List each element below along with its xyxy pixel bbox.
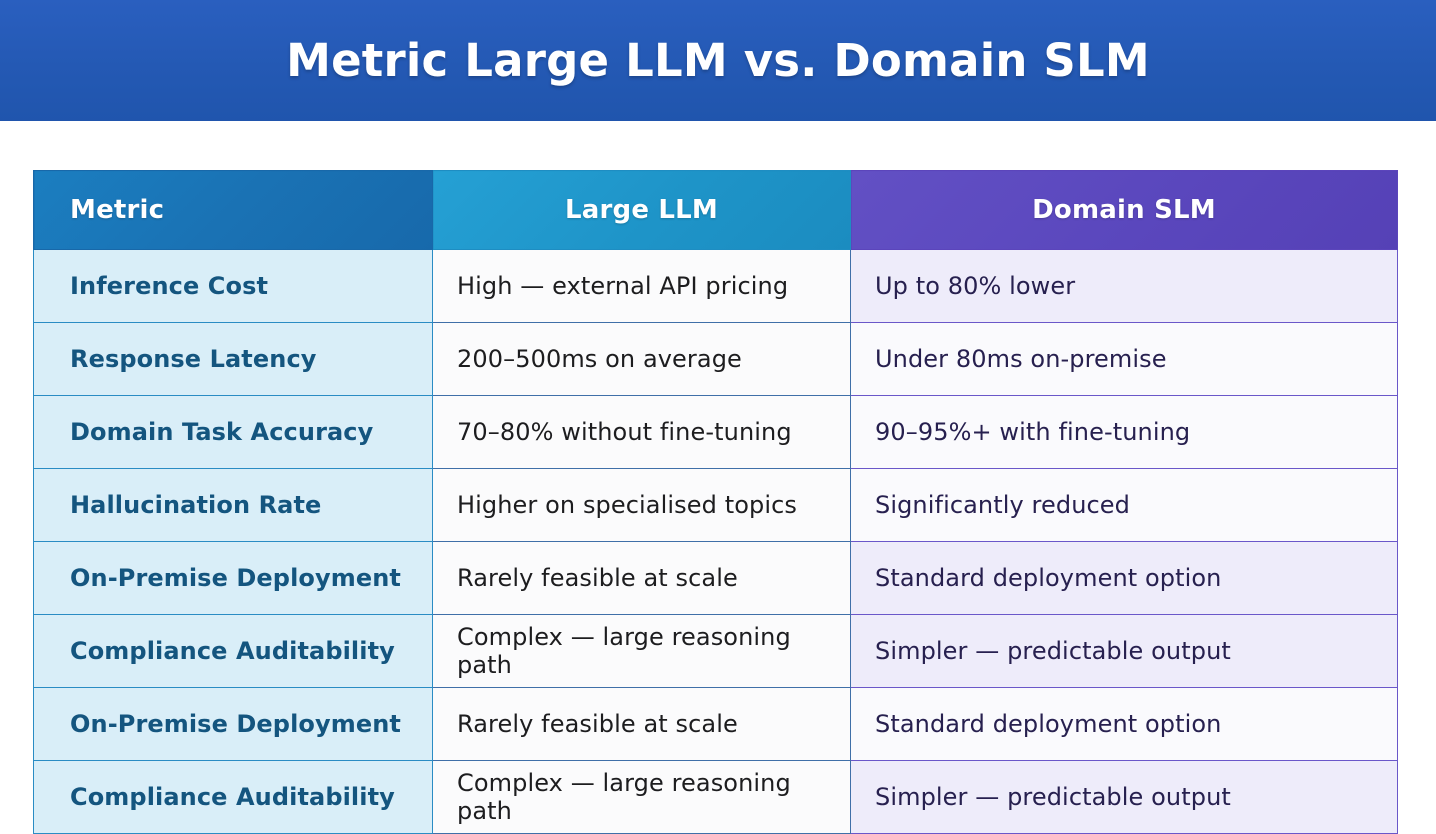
- cell-large-llm: High — external API pricing: [432, 249, 851, 323]
- table-row: Inference Cost High — external API prici…: [33, 249, 1398, 323]
- cell-metric: Compliance Auditability: [33, 760, 433, 834]
- cell-domain-slm: 90–95%+ with fine-tuning: [850, 395, 1398, 469]
- table-header-row: Metric Large LLM Domain SLM: [33, 170, 1398, 250]
- cell-large-llm: 70–80% without fine-tuning: [432, 395, 851, 469]
- cell-large-llm: Complex — large reasoning path: [432, 760, 851, 834]
- table-body: Inference Cost High — external API prici…: [33, 249, 1398, 834]
- table-row: Compliance Auditability Complex — large …: [33, 614, 1398, 688]
- title-banner: Metric Large LLM vs. Domain SLM: [0, 0, 1436, 121]
- comparison-table-container: Metric Large LLM Domain SLM Inference Co…: [33, 170, 1398, 834]
- comparison-table: Metric Large LLM Domain SLM Inference Co…: [33, 170, 1398, 834]
- cell-domain-slm: Simpler — predictable output: [850, 614, 1398, 688]
- table-row: Hallucination Rate Higher on specialised…: [33, 468, 1398, 542]
- table-header: Metric Large LLM Domain SLM: [33, 170, 1398, 250]
- table-row: Compliance Auditability Complex — large …: [33, 760, 1398, 834]
- column-header-large-llm: Large LLM: [432, 170, 851, 250]
- table-row: Response Latency 200–500ms on average Un…: [33, 322, 1398, 396]
- cell-large-llm: Complex — large reasoning path: [432, 614, 851, 688]
- cell-metric: Domain Task Accuracy: [33, 395, 433, 469]
- cell-domain-slm: Significantly reduced: [850, 468, 1398, 542]
- cell-large-llm: Rarely feasible at scale: [432, 687, 851, 761]
- table-row: Domain Task Accuracy 70–80% without fine…: [33, 395, 1398, 469]
- column-header-domain-slm: Domain SLM: [850, 170, 1398, 250]
- page-title: Metric Large LLM vs. Domain SLM: [286, 33, 1150, 87]
- cell-metric: Response Latency: [33, 322, 433, 396]
- cell-metric: Hallucination Rate: [33, 468, 433, 542]
- cell-domain-slm: Standard deployment option: [850, 541, 1398, 615]
- column-header-metric: Metric: [33, 170, 433, 250]
- cell-large-llm: Higher on specialised topics: [432, 468, 851, 542]
- cell-metric: On-Premise Deployment: [33, 541, 433, 615]
- cell-large-llm: 200–500ms on average: [432, 322, 851, 396]
- cell-metric: On-Premise Deployment: [33, 687, 433, 761]
- table-row: On-Premise Deployment Rarely feasible at…: [33, 687, 1398, 761]
- cell-domain-slm: Up to 80% lower: [850, 249, 1398, 323]
- table-row: On-Premise Deployment Rarely feasible at…: [33, 541, 1398, 615]
- cell-domain-slm: Simpler — predictable output: [850, 760, 1398, 834]
- cell-metric: Inference Cost: [33, 249, 433, 323]
- cell-domain-slm: Standard deployment option: [850, 687, 1398, 761]
- cell-metric: Compliance Auditability: [33, 614, 433, 688]
- cell-large-llm: Rarely feasible at scale: [432, 541, 851, 615]
- cell-domain-slm: Under 80ms on-premise: [850, 322, 1398, 396]
